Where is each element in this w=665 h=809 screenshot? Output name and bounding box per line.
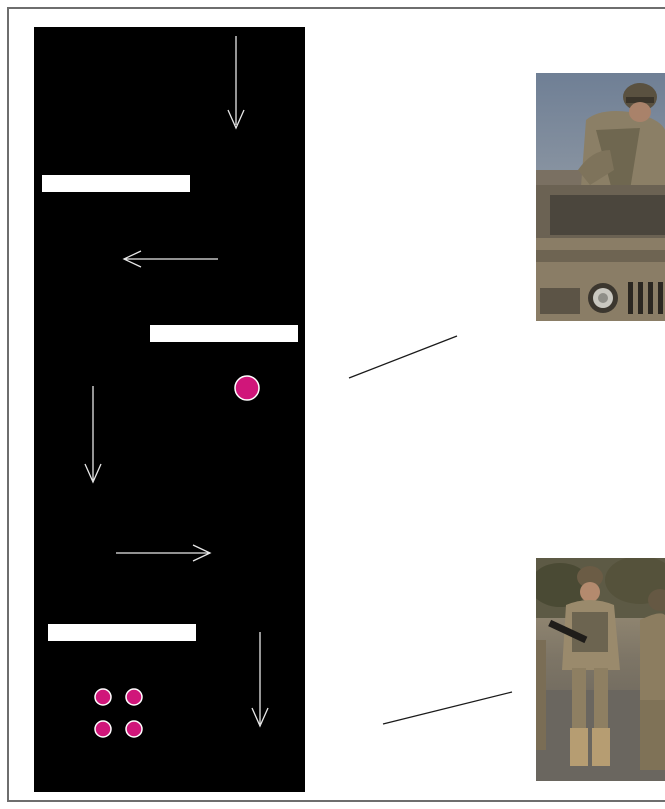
- soldier-in-vehicle-photo: [536, 73, 665, 321]
- connector-line: [348, 335, 458, 379]
- magenta-dot: [94, 688, 112, 706]
- arrow-down-icon: [84, 386, 102, 484]
- arrow-down-icon: [227, 36, 245, 130]
- soldiers-on-street-photo: [536, 558, 665, 781]
- arrow-right-icon: [116, 544, 212, 562]
- magenta-dot: [125, 688, 143, 706]
- magenta-dot: [125, 720, 143, 738]
- magenta-dot: [94, 720, 112, 738]
- arrow-down-icon: [251, 632, 269, 728]
- flow-panel: [34, 27, 305, 792]
- arrow-left-icon: [122, 250, 218, 268]
- white-bar: [150, 325, 298, 342]
- white-bar: [48, 624, 196, 641]
- connector-line: [382, 691, 513, 725]
- outer-frame: [7, 7, 665, 802]
- magenta-dot: [234, 375, 260, 401]
- magenta-dot-cluster: [94, 688, 143, 738]
- white-bar: [42, 175, 190, 192]
